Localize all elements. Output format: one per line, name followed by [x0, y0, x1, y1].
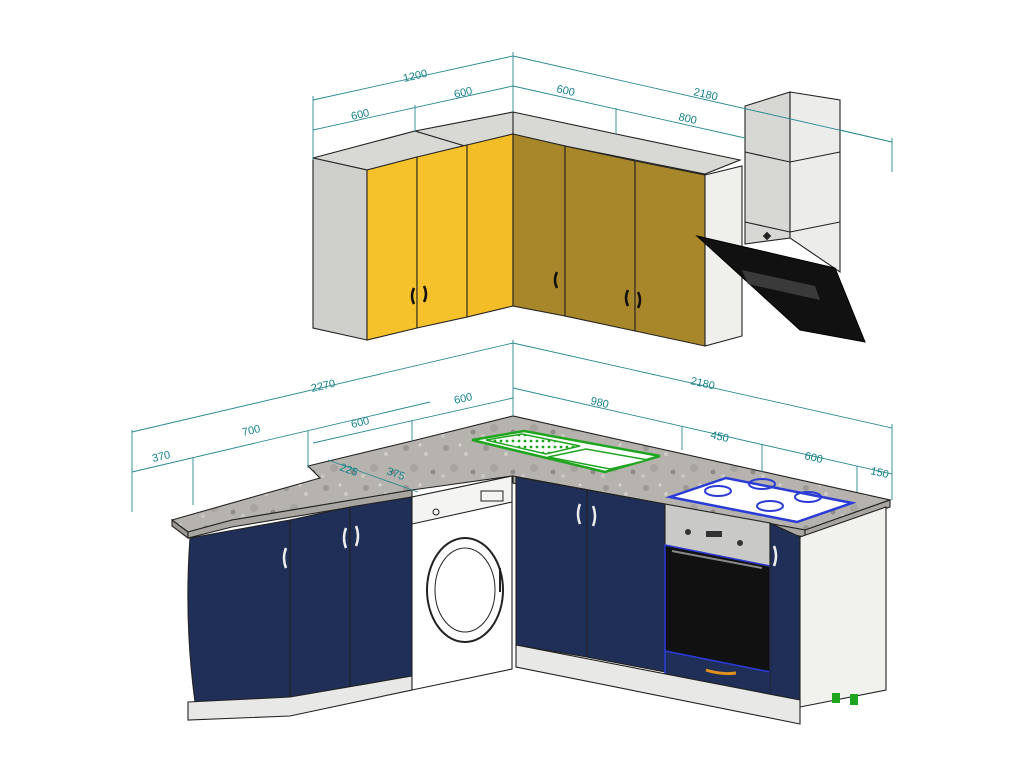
- plinth-right: [515, 644, 801, 725]
- upper-door-4: [512, 133, 566, 317]
- handle-icon: [342, 527, 348, 549]
- washing-machine-icon: [411, 475, 513, 691]
- dim-upper-total-left: 1200: [402, 68, 429, 85]
- hob-icon: [665, 476, 857, 524]
- dim-lower-left-b: 700: [241, 423, 262, 439]
- base-door-1: [187, 519, 291, 703]
- upper-door-5: [564, 145, 636, 332]
- handle-icon: [591, 505, 597, 527]
- base-door-2: [289, 506, 351, 698]
- dim-upper-right-b: 800: [677, 111, 698, 127]
- handle-icon: [282, 547, 288, 569]
- dim-lower-right-a: 980: [589, 395, 610, 411]
- upper-left-end-panel: [312, 157, 368, 341]
- handle-icon: [410, 287, 416, 305]
- handle-icon: [772, 545, 778, 567]
- dim-upper-right-a: 600: [555, 83, 576, 99]
- dim-lower-total-left: 2270: [310, 378, 337, 395]
- dim-lower-right-b: 450: [709, 429, 730, 445]
- oven-icon: [664, 503, 771, 701]
- dimension-lines: [131, 52, 893, 512]
- handle-icon: [636, 291, 642, 309]
- handle-icon: [553, 271, 559, 289]
- handle-icon: [354, 525, 360, 547]
- dim-upper-left-a: 600: [350, 107, 371, 123]
- dim-lower-corner-b: 375: [385, 466, 406, 484]
- handle-icon: [422, 285, 428, 303]
- handle-icon: [576, 503, 582, 525]
- cooker-hood-icon: [695, 91, 866, 343]
- dimension-labels: 1200 600 600 2180 600 800 2270 370 700 6…: [151, 68, 890, 483]
- base-door-5: [586, 489, 666, 673]
- upper-door-6: [634, 160, 706, 347]
- dim-lower-right-d: 150: [869, 465, 890, 481]
- dim-upper-total-right: 2180: [692, 86, 719, 103]
- handle-icon: [624, 289, 630, 307]
- upper-door-1: [366, 156, 418, 341]
- dim-lower-left-c: 600: [350, 415, 371, 431]
- sink-icon: [471, 429, 661, 474]
- base-door-4: [515, 476, 588, 658]
- dim-lower-left-a: 370: [151, 449, 172, 465]
- base-cabinets-right: [515, 476, 887, 725]
- dim-lower-right-c: 600: [803, 450, 824, 466]
- base-right-end-panel: [799, 506, 887, 708]
- upper-cabinets: [312, 111, 743, 347]
- base-door-3: [349, 496, 413, 688]
- dim-lower-corner-a: 225: [338, 462, 359, 480]
- upper-door-3: [466, 133, 514, 318]
- dim-lower-left-d: 600: [453, 391, 474, 407]
- base-cabinets-left: [187, 496, 413, 721]
- dim-lower-total-right: 2180: [689, 375, 716, 392]
- dim-upper-left-b: 600: [453, 85, 474, 101]
